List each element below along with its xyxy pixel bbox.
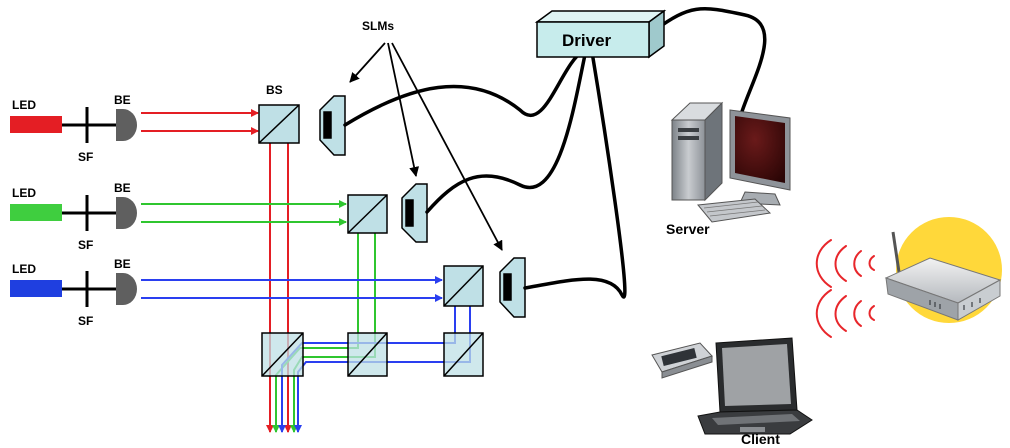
slm-1 xyxy=(319,95,346,156)
be-label: BE xyxy=(114,257,131,271)
wireless-router-icon xyxy=(884,217,1002,323)
green-beams xyxy=(141,200,376,433)
combiner-3 xyxy=(443,332,484,377)
pcmcia-card-icon xyxy=(651,342,713,379)
led-label: LED xyxy=(12,98,36,112)
sf-label: SF xyxy=(78,314,93,328)
source-red: LED SF BE xyxy=(10,93,137,164)
source-blue: LED SF BE xyxy=(10,257,137,328)
combiner-1 xyxy=(261,332,304,377)
slm-pointer-arrows xyxy=(349,42,503,251)
slm-2 xyxy=(401,183,428,243)
wifi-signal-icon xyxy=(815,239,875,338)
beam-splitter-blue xyxy=(443,265,484,307)
laptop-client-icon xyxy=(697,337,813,435)
led-green xyxy=(10,204,62,221)
beam-expander-lens xyxy=(116,197,137,229)
bs-label: BS xyxy=(266,83,283,97)
led-label: LED xyxy=(12,186,36,200)
red-beams xyxy=(141,109,292,433)
be-label: BE xyxy=(114,93,131,107)
driver-box: Driver xyxy=(534,9,667,59)
slms-label: SLMs xyxy=(362,19,394,33)
sf-label: SF xyxy=(78,238,93,252)
driver-label: Driver xyxy=(562,31,612,50)
driver-cables xyxy=(343,7,767,299)
beam-splitter-red xyxy=(258,104,300,144)
server-label: Server xyxy=(666,221,710,237)
slm-devices xyxy=(319,95,526,318)
beam-expander-lens xyxy=(116,273,137,305)
beam-splitter-green xyxy=(347,194,388,234)
combiner-2 xyxy=(347,332,388,377)
server-computer-icon xyxy=(670,101,791,223)
led-blue xyxy=(10,280,62,297)
client-label: Client xyxy=(741,431,780,447)
beam-splitters xyxy=(258,104,484,377)
slm-3 xyxy=(499,257,526,318)
led-label: LED xyxy=(12,262,36,276)
led-red xyxy=(10,116,62,133)
source-green: LED SF BE xyxy=(10,181,137,252)
beam-expander-lens xyxy=(116,109,137,141)
sf-label: SF xyxy=(78,150,93,164)
be-label: BE xyxy=(114,181,131,195)
